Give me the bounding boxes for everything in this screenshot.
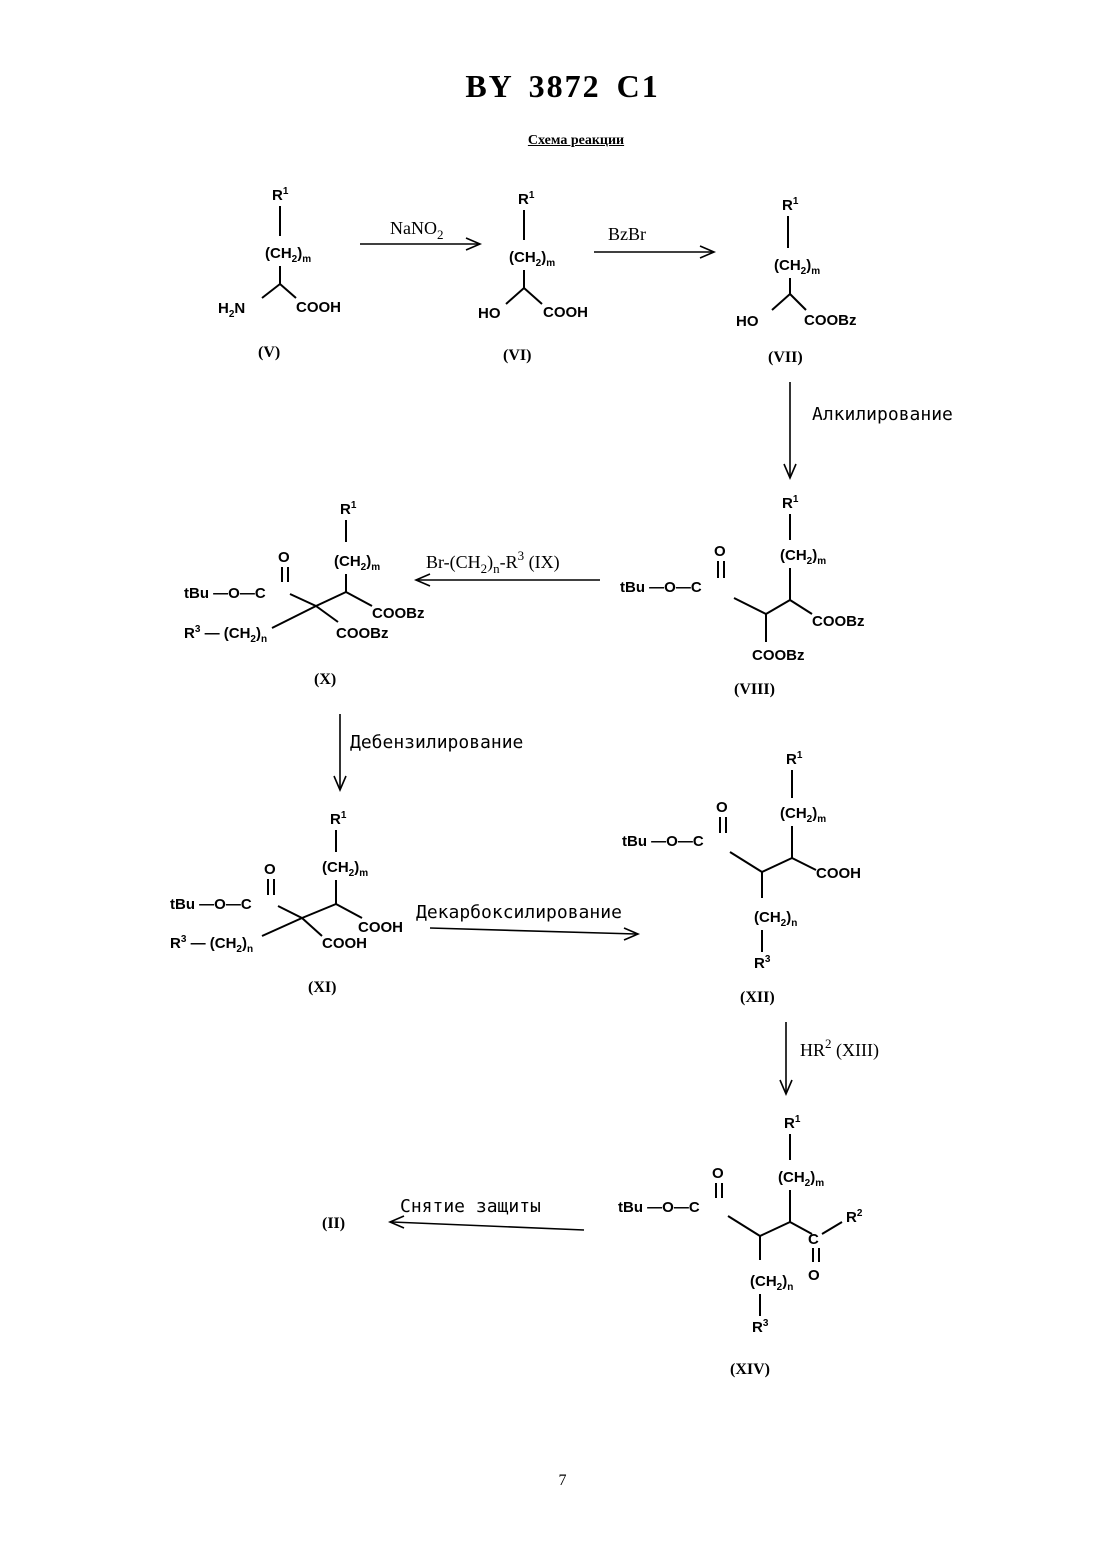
svg-text:tBu —O—C: tBu —O—C xyxy=(620,579,702,596)
svg-text:(CH2)m: (CH2)m xyxy=(780,547,826,567)
svg-text:COOBz: COOBz xyxy=(336,625,389,642)
svg-text:R1: R1 xyxy=(782,196,799,214)
arrow-debenzylation: Дебензилирование xyxy=(334,714,523,790)
svg-text:R1: R1 xyxy=(782,494,799,512)
svg-text:R1: R1 xyxy=(518,190,535,208)
svg-text:COOH: COOH xyxy=(816,865,861,882)
svg-text:C: C xyxy=(808,1231,819,1248)
svg-text:Алкилирование: Алкилирование xyxy=(812,404,953,425)
compound-xiv: R1 (CH2)m O tBu —O—C C R2 O (CH2)n R3 (X… xyxy=(618,1114,863,1378)
svg-text:COOH: COOH xyxy=(322,935,367,952)
svg-text:Декарбоксилирование: Декарбоксилирование xyxy=(416,902,622,923)
svg-text:HO: HO xyxy=(736,313,759,330)
label-xi: (XI) xyxy=(308,979,336,996)
svg-text:COOBz: COOBz xyxy=(752,647,805,664)
svg-text:(CH2)n: (CH2)n xyxy=(754,909,797,929)
svg-text:HR2 (XIII): HR2 (XIII) xyxy=(800,1036,879,1061)
svg-text:tBu —O—C: tBu —O—C xyxy=(170,896,252,913)
arrow-decarboxylation: Декарбоксилирование xyxy=(416,902,638,940)
compound-x: R1 (CH2)m O tBu —O—C COOBz COOBz R3 — (C… xyxy=(184,500,425,688)
page-number: 7 xyxy=(0,1472,1100,1490)
svg-text:O: O xyxy=(264,861,276,878)
svg-text:(CH2)m: (CH2)m xyxy=(774,257,820,277)
svg-text:HO: HO xyxy=(478,305,501,322)
svg-text:NaNO2: NaNO2 xyxy=(390,218,444,242)
svg-text:R1: R1 xyxy=(330,810,347,828)
svg-text:(CH2)m: (CH2)m xyxy=(322,859,368,879)
svg-text:O: O xyxy=(716,799,728,816)
compound-viii: R1 (CH2)m O tBu —O—C COOBz COOBz (VIII) xyxy=(620,494,865,698)
svg-text:R1: R1 xyxy=(272,186,289,204)
arrow-br-reagent: Br-(CH2)n-R3 (IX) xyxy=(416,548,600,586)
label-xii: (XII) xyxy=(740,989,775,1006)
svg-text:R1: R1 xyxy=(784,1114,801,1132)
svg-text:tBu —O—C: tBu —O—C xyxy=(618,1199,700,1216)
compound-vii: R1 (CH2)m HO COOBz (VII) xyxy=(736,196,857,366)
svg-text:Br-(CH2)n-R3 (IX): Br-(CH2)n-R3 (IX) xyxy=(426,548,560,576)
label-ii: (II) xyxy=(322,1215,345,1232)
svg-text:R3: R3 xyxy=(752,1318,769,1336)
svg-text:COOBz: COOBz xyxy=(812,613,865,630)
svg-text:COOH: COOH xyxy=(543,304,588,321)
compound-vi: R1 (CH2)m HO COOH (VI) xyxy=(478,190,588,364)
svg-text:(CH2)m: (CH2)m xyxy=(334,553,380,573)
svg-text:R3: R3 xyxy=(754,954,771,972)
svg-text:R3 — (CH2)n: R3 — (CH2)n xyxy=(184,624,267,645)
svg-text:COOBz: COOBz xyxy=(372,605,425,622)
svg-text:BzBr: BzBr xyxy=(608,224,646,244)
label-x: (X) xyxy=(314,671,336,688)
svg-text:Дебензилирование: Дебензилирование xyxy=(350,732,523,753)
label-v: (V) xyxy=(258,344,280,361)
label-vii: (VII) xyxy=(768,349,803,366)
svg-text:COOH: COOH xyxy=(358,919,403,936)
label-viii: (VIII) xyxy=(734,681,775,698)
compound-v: R1 (CH2)m H2N COOH (V) xyxy=(218,186,341,361)
svg-text:R1: R1 xyxy=(786,750,803,768)
label-xiv: (XIV) xyxy=(730,1361,770,1378)
svg-text:H2N: H2N xyxy=(218,300,245,320)
svg-text:COOBz: COOBz xyxy=(804,312,857,329)
svg-text:(CH2)n: (CH2)n xyxy=(750,1273,793,1293)
compound-xi: R1 (CH2)m O tBu —O—C COOH COOH R3 — (CH2… xyxy=(170,810,403,996)
svg-text:(CH2)m: (CH2)m xyxy=(780,805,826,825)
svg-text:O: O xyxy=(808,1267,820,1284)
svg-text:R3 — (CH2)n: R3 — (CH2)n xyxy=(170,934,253,955)
svg-text:tBu —O—C: tBu —O—C xyxy=(622,833,704,850)
label-vi: (VI) xyxy=(503,347,531,364)
arrow-bzbr: BzBr xyxy=(594,224,714,258)
svg-text:R1: R1 xyxy=(340,500,357,518)
svg-text:O: O xyxy=(714,543,726,560)
svg-text:(CH2)m: (CH2)m xyxy=(778,1169,824,1189)
svg-text:O: O xyxy=(712,1165,724,1182)
svg-text:(CH2)m: (CH2)m xyxy=(509,249,555,269)
arrow-hr2: HR2 (XIII) xyxy=(780,1022,879,1094)
arrow-nano2: NaNO2 xyxy=(360,218,480,250)
svg-text:O: O xyxy=(278,549,290,566)
svg-text:Снятие защиты: Снятие защиты xyxy=(400,1196,541,1217)
compound-xii: R1 (CH2)m O tBu —O—C COOH (CH2)n R3 (XII… xyxy=(622,750,861,1006)
arrow-alkylation: Алкилирование xyxy=(784,382,953,478)
svg-text:COOH: COOH xyxy=(296,299,341,316)
arrow-deprotection: Снятие защиты xyxy=(390,1196,584,1230)
svg-text:(CH2)m: (CH2)m xyxy=(265,245,311,265)
svg-text:tBu —O—C: tBu —O—C xyxy=(184,585,266,602)
svg-text:R2: R2 xyxy=(846,1208,863,1226)
